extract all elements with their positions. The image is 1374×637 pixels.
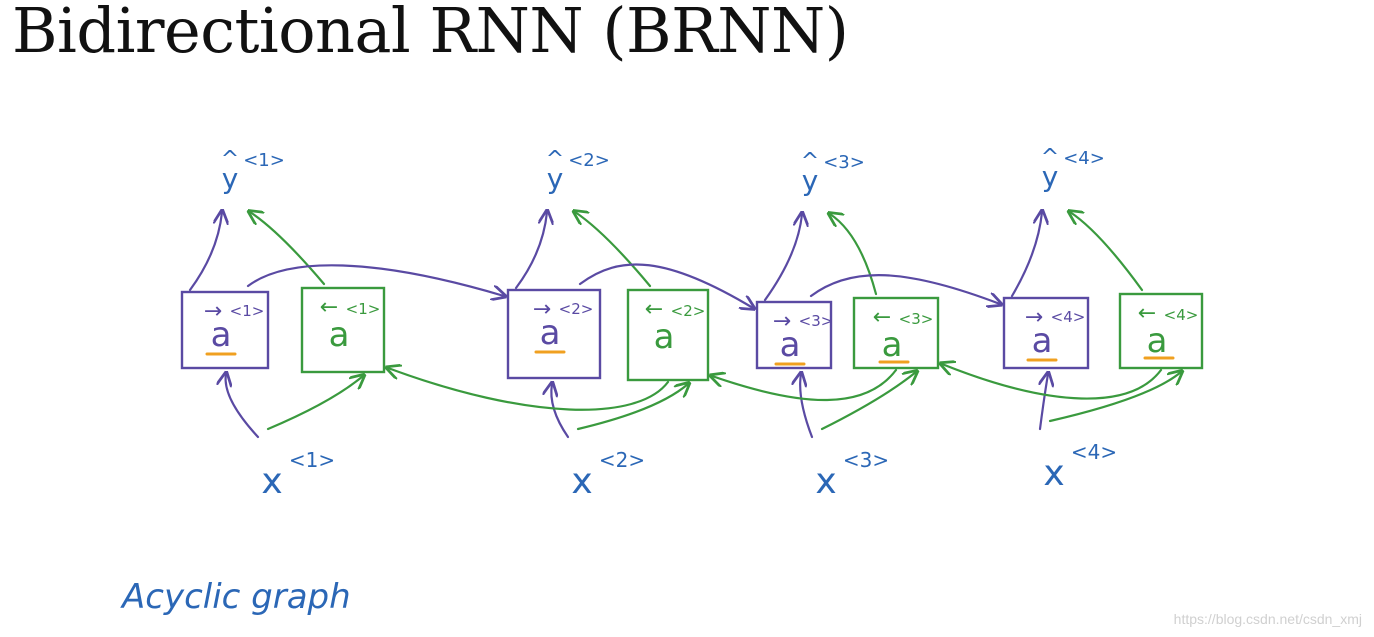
forward-recurrent-arrow-2 xyxy=(578,263,753,308)
forward-to-output-arrow xyxy=(514,212,547,290)
input-to-forward-arrow xyxy=(226,374,260,439)
input-label: x xyxy=(815,461,836,502)
input-to-backward-arrow xyxy=(1048,372,1181,423)
time-step-4: a→<4>a←<4>^y<4>x<4> xyxy=(1002,145,1204,494)
forward-recurrent-arrow-1 xyxy=(246,264,504,296)
output-hat-symbol: ^ xyxy=(1041,145,1059,170)
forward-activation-label: a xyxy=(1032,321,1053,361)
backward-activation-superscript: <3> xyxy=(899,310,934,328)
backward-activation-label: a xyxy=(654,317,675,357)
forward-activation-superscript: <4> xyxy=(1051,308,1086,326)
input-to-backward-arrow xyxy=(576,384,688,431)
input-label: x xyxy=(261,461,282,502)
input-to-forward-arrow xyxy=(551,384,570,439)
input-superscript: <2> xyxy=(599,448,645,472)
backward-activation-superscript: <2> xyxy=(671,302,706,320)
backward-activation-superscript: <1> xyxy=(346,300,381,318)
backward-activation-box xyxy=(852,296,940,370)
output-hat-symbol: ^ xyxy=(546,147,564,172)
backward-activation-label: a xyxy=(329,315,350,355)
backward-activation-box xyxy=(1118,292,1204,370)
output-label: y xyxy=(1042,160,1059,193)
output-label: y xyxy=(547,162,564,195)
forward-activation-superscript: <2> xyxy=(559,300,594,318)
forward-activation-box xyxy=(1002,296,1090,370)
backward-to-output-arrow xyxy=(575,212,652,288)
backward-activation-box xyxy=(300,286,386,374)
forward-to-output-arrow xyxy=(1010,212,1042,298)
left-arrow-icon: ← xyxy=(873,305,891,330)
left-arrow-icon: ← xyxy=(320,295,338,320)
left-arrow-icon: ← xyxy=(1138,301,1156,326)
diagram-nodes: a→<1>a←<1>^y<1>x<1>a→<2>a←<2>^y<2>x<2>a→… xyxy=(120,145,1204,617)
backward-to-output-arrow xyxy=(1070,212,1144,292)
forward-activation-box xyxy=(506,288,602,380)
forward-activation-superscript: <3> xyxy=(799,312,834,330)
acyclic-graph-note: Acyclic graph xyxy=(120,577,351,617)
forward-recurrent-arrow-3 xyxy=(809,274,1000,304)
right-arrow-icon: → xyxy=(533,297,551,322)
backward-activation-label: a xyxy=(882,325,903,365)
backward-to-output-arrow xyxy=(250,212,326,286)
right-arrow-icon: → xyxy=(1025,305,1043,330)
backward-recurrent-arrow-3 xyxy=(942,364,1163,400)
input-to-forward-arrow xyxy=(800,374,814,439)
right-arrow-icon: → xyxy=(773,309,791,334)
input-superscript: <4> xyxy=(1071,440,1117,464)
backward-to-output-arrow xyxy=(830,214,878,296)
diagram-edges xyxy=(188,212,1181,439)
output-superscript: <2> xyxy=(568,150,610,171)
forward-activation-label: a xyxy=(211,315,232,355)
forward-activation-box xyxy=(180,290,270,370)
slide-title: Bidirectional RNN (BRNN) xyxy=(12,0,849,67)
backward-activation-superscript: <4> xyxy=(1164,306,1199,324)
forward-to-output-arrow xyxy=(763,214,802,302)
backward-recurrent-arrow-1 xyxy=(388,368,670,411)
forward-activation-box xyxy=(755,300,833,370)
output-hat-symbol: ^ xyxy=(221,147,239,172)
watermark-text: https://blog.csdn.net/csdn_xmj xyxy=(1173,611,1362,627)
input-superscript: <3> xyxy=(843,448,889,472)
output-hat-symbol: ^ xyxy=(801,149,819,174)
time-step-2: a→<2>a←<2>^y<2>x<2> xyxy=(506,147,710,502)
output-superscript: <1> xyxy=(243,150,285,171)
time-step-3: a→<3>a←<3>^y<3>x<3> xyxy=(755,149,940,502)
input-superscript: <1> xyxy=(289,448,335,472)
output-superscript: <4> xyxy=(1063,148,1105,169)
input-to-backward-arrow xyxy=(820,372,916,431)
forward-activation-label: a xyxy=(780,325,801,365)
input-to-backward-arrow xyxy=(266,376,363,431)
backward-recurrent-arrow-2 xyxy=(712,368,898,402)
backward-activation-box xyxy=(626,288,710,382)
forward-to-output-arrow xyxy=(188,212,222,292)
input-to-forward-arrow xyxy=(1040,374,1048,431)
forward-activation-superscript: <1> xyxy=(230,302,265,320)
backward-activation-label: a xyxy=(1147,321,1168,361)
output-superscript: <3> xyxy=(823,152,865,173)
input-label: x xyxy=(1043,453,1064,494)
forward-activation-label: a xyxy=(540,313,561,353)
input-label: x xyxy=(571,461,592,502)
right-arrow-icon: → xyxy=(204,299,222,324)
output-label: y xyxy=(222,162,239,195)
output-label: y xyxy=(802,164,819,197)
left-arrow-icon: ← xyxy=(645,297,663,322)
time-step-1: a→<1>a←<1>^y<1>x<1> xyxy=(180,147,386,502)
